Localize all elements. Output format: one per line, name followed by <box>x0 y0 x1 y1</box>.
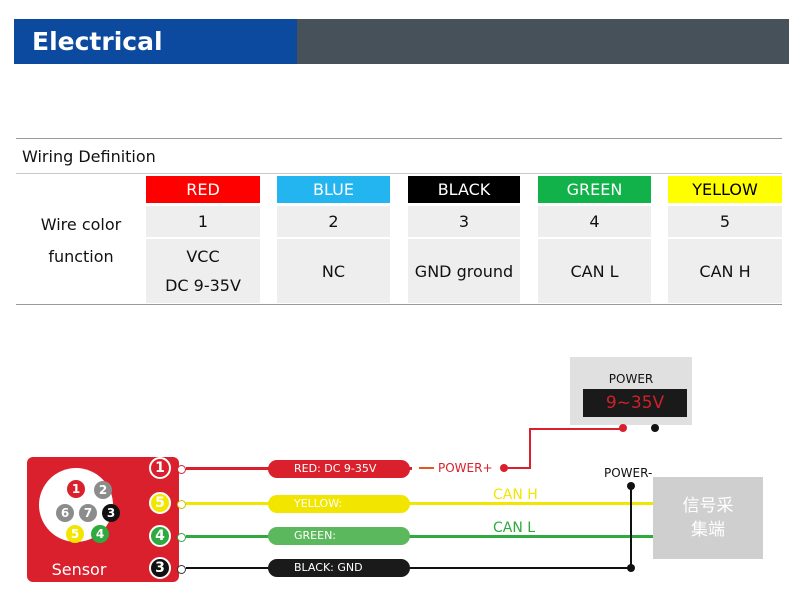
wire-terminal-1 <box>177 465 186 474</box>
ground-vertical <box>630 486 632 569</box>
connector-face: 1 2 6 7 3 5 4 <box>39 468 120 543</box>
signal-receiver-box: 信号采 集端 <box>653 477 763 559</box>
pin-number-2: 2 <box>277 206 390 237</box>
pin-number-4: 4 <box>538 206 651 237</box>
function-cell-3: GND ground <box>408 239 520 303</box>
yellow-wire <box>186 502 654 505</box>
power-minus-terminal <box>651 424 659 432</box>
power-plus-node <box>500 464 508 472</box>
power-box-title: POWER <box>608 372 654 386</box>
can-l-label: CAN L <box>493 520 536 536</box>
pin-1-icon: 1 <box>67 480 85 498</box>
wire-terminal-3 <box>177 565 186 574</box>
function-cell-1: VCC DC 9-35V <box>146 239 260 303</box>
pin-2-icon: 2 <box>94 481 112 499</box>
pin-number-3: 3 <box>408 206 520 237</box>
pin-3-icon: 3 <box>102 504 120 522</box>
section-title: Electrical Interface <box>14 19 297 101</box>
section-header-bar: Electrical Interface <box>14 19 789 101</box>
wiring-table: Wiring Definition Wire color function RE… <box>16 138 782 305</box>
color-header-yellow: YELLOW <box>668 176 782 203</box>
function-text: VCC <box>186 247 220 266</box>
function-text: CAN L <box>570 261 619 281</box>
wire-badge-4: 4 <box>149 525 171 547</box>
function-text: NC <box>321 261 346 281</box>
sensor-label: Sensor <box>51 560 107 579</box>
receiver-label-line2: 集端 <box>691 520 725 540</box>
function-cell-4: CAN L <box>538 239 651 303</box>
color-header-green: GREEN <box>538 176 651 203</box>
wire-terminal-5 <box>177 500 186 509</box>
wire-badge-5: 5 <box>149 492 171 514</box>
red-wire-vertical <box>529 428 531 469</box>
red-wire-link <box>505 467 531 469</box>
table-title: Wiring Definition <box>22 147 156 166</box>
pin-6-icon: 6 <box>56 504 74 522</box>
function-text: GND ground <box>414 261 514 281</box>
table-divider <box>16 173 782 174</box>
pin-number-5: 5 <box>668 206 782 237</box>
green-wire-label: GREEN: <box>268 527 410 545</box>
red-wire-label: RED: DC 9-35V <box>268 460 410 478</box>
wire-badge-3: 3 <box>149 557 171 579</box>
red-wire-riser <box>529 428 623 430</box>
black-wire-label: BLACK: GND <box>268 559 410 577</box>
receiver-label-line1: 信号采 <box>682 496 734 516</box>
ground-node-top <box>627 482 635 490</box>
power-plus-label: POWER+ <box>438 461 493 475</box>
power-supply-box: POWER 9~35V <box>570 357 692 425</box>
pin-7-icon: 7 <box>79 504 97 522</box>
color-header-red: RED <box>146 176 260 203</box>
color-header-black: BLACK <box>408 176 520 203</box>
pin-5-icon: 5 <box>66 525 84 543</box>
pin-number-1: 1 <box>146 206 260 237</box>
row-label-function: function <box>48 247 114 266</box>
function-cell-5: CAN H <box>668 239 782 303</box>
power-plus-terminal <box>619 424 627 432</box>
yellow-wire-label: YELLOW: <box>268 495 410 513</box>
red-dash <box>419 467 434 469</box>
can-h-label: CAN H <box>493 487 538 503</box>
ground-node-bottom <box>627 564 635 572</box>
wire-terminal-4 <box>177 533 186 542</box>
pin-4-icon: 4 <box>91 525 109 543</box>
color-header-blue: BLUE <box>277 176 390 203</box>
power-voltage-display: 9~35V <box>583 389 687 417</box>
function-text: CAN H <box>699 261 751 281</box>
wire-badge-1: 1 <box>149 457 171 479</box>
green-wire <box>186 535 654 538</box>
sensor-block: 1 2 6 7 3 5 4 Sensor 1 5 4 3 <box>27 457 179 582</box>
function-cell-2: NC <box>277 239 390 303</box>
row-label-wire-color: Wire color <box>40 215 122 234</box>
function-text-line2: DC 9-35V <box>165 276 241 295</box>
power-minus-label: POWER- <box>604 466 653 480</box>
